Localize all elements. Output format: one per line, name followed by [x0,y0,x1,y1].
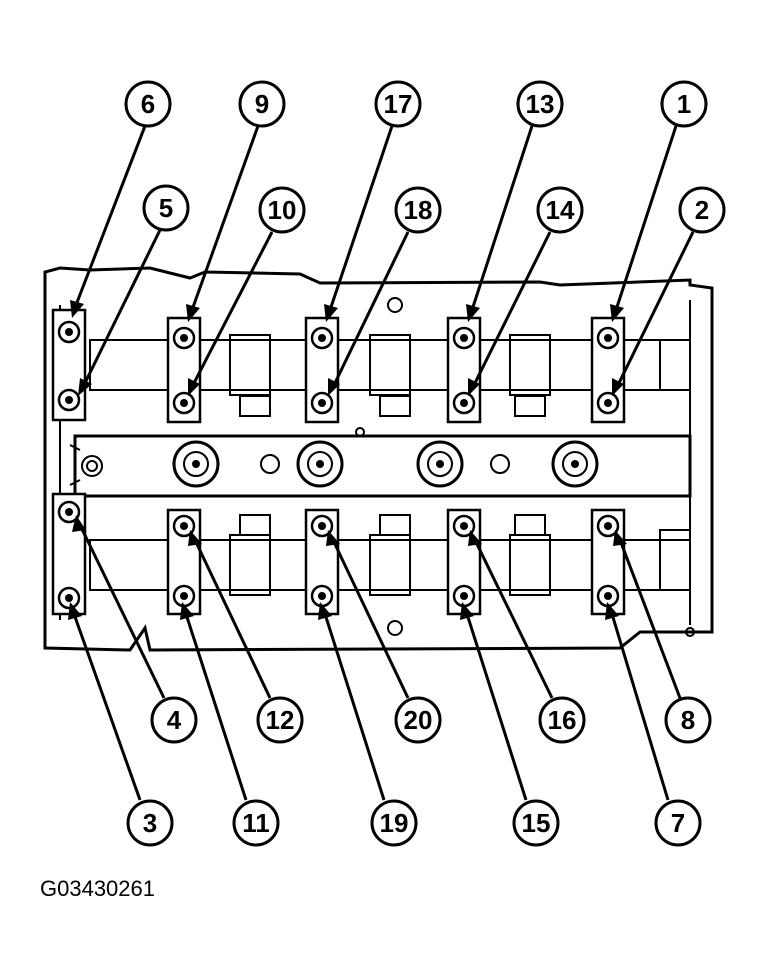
lower-camshaft [89,514,691,596]
callout-13: 13 [516,80,564,128]
callout-12: 12 [256,696,304,744]
svg-text:16: 16 [548,705,577,735]
svg-text:13: 13 [526,89,555,119]
svg-text:11: 11 [242,808,270,838]
upper-camshaft [89,334,691,417]
bolt-17 [310,326,334,350]
svg-text:4: 4 [167,705,182,735]
bearing-caps [51,308,626,616]
bolt-1 [596,326,620,350]
svg-text:20: 20 [404,705,433,735]
bolt-20 [310,514,334,538]
svg-text:6: 6 [141,89,155,119]
arrowheads [68,300,627,620]
bolt-5 [57,388,81,412]
svg-text:10: 10 [268,195,297,225]
bolt-14 [452,391,476,415]
svg-text:5: 5 [159,193,173,223]
bolt-16 [452,514,476,538]
callout-20: 20 [394,696,442,744]
svg-text:1: 1 [677,89,691,119]
bolt-6 [57,320,81,344]
cylinder-head-outline [43,266,714,652]
callout-11: 11 [232,799,280,847]
figure-code: G03430261 [40,876,155,901]
bolt-13 [452,326,476,350]
svg-text:15: 15 [522,808,551,838]
bolt-12 [172,514,196,538]
callout-18: 18 [394,186,442,234]
bolt-11 [172,584,196,608]
svg-text:18: 18 [404,195,433,225]
svg-text:12: 12 [266,705,295,735]
callout-9: 9 [238,80,286,128]
svg-text:8: 8 [681,705,695,735]
callout-1: 1 [660,80,708,128]
callout-17: 17 [374,80,422,128]
bolt-7 [596,584,620,608]
bolt-18 [310,391,334,415]
svg-text:2: 2 [695,195,709,225]
callout-8: 8 [664,696,712,744]
callout-19: 19 [370,799,418,847]
callout-16: 16 [538,696,586,744]
bolt-19 [310,584,334,608]
svg-text:17: 17 [384,89,413,119]
svg-text:7: 7 [671,808,685,838]
bolt-3 [57,586,81,610]
svg-text:19: 19 [380,808,409,838]
callout-6: 6 [124,80,172,128]
bolt-9 [172,326,196,350]
callouts: 6 9 17 13 1 5 10 18 14 2 4 12 20 16 8 3 … [124,80,726,847]
bolt-2 [596,391,620,415]
callout-7: 7 [654,799,702,847]
leader-lines [72,125,695,801]
svg-text:14: 14 [546,195,575,225]
bolt-15 [452,584,476,608]
callout-2: 2 [678,186,726,234]
svg-text:3: 3 [143,808,157,838]
callout-3: 3 [126,799,174,847]
callout-4: 4 [150,696,198,744]
bolt-4 [57,500,81,524]
svg-text:9: 9 [255,89,269,119]
bolt-8 [596,514,620,538]
bolt-10 [172,391,196,415]
spark-plug-wells [172,440,599,488]
callout-5: 5 [142,184,190,232]
callout-10: 10 [258,186,306,234]
callout-14: 14 [536,186,584,234]
cam-bolts [57,320,620,610]
callout-15: 15 [512,799,560,847]
